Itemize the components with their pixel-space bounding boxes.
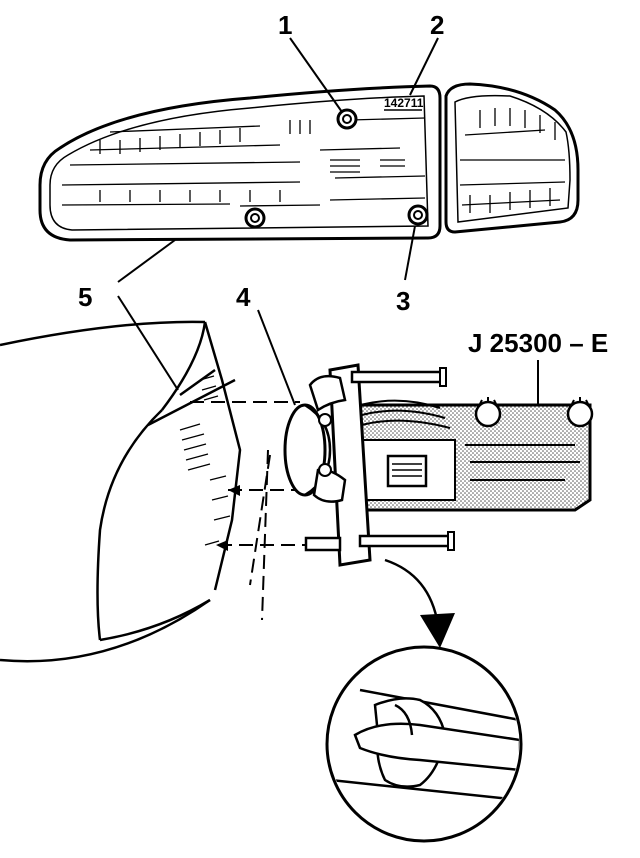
tail-lamp-assembly	[38, 82, 580, 242]
callout-4: 4	[236, 282, 251, 312]
callout-3: 3	[396, 286, 410, 316]
lamp-lens-texture	[61, 108, 566, 213]
tool-label: J 25300 – E	[468, 328, 608, 358]
callout-1: 1	[278, 10, 292, 40]
part-number-label: 142711	[384, 96, 424, 110]
tool-knob-2-icon	[566, 400, 594, 428]
puller-tool	[283, 363, 594, 567]
tool-knob-1-icon	[474, 400, 502, 428]
detail-arrowhead-icon	[420, 613, 455, 648]
callout-2: 2	[430, 10, 444, 40]
callout-5: 5	[78, 282, 92, 312]
vehicle-body-panel	[0, 320, 242, 663]
arrow-into-panel-2-icon	[228, 485, 240, 496]
detail-view	[325, 645, 523, 843]
panel-hatching	[179, 375, 231, 546]
lamp-side-lens	[444, 82, 580, 234]
lamp-screws	[244, 108, 429, 229]
arrow-into-panel-icon	[216, 540, 228, 551]
